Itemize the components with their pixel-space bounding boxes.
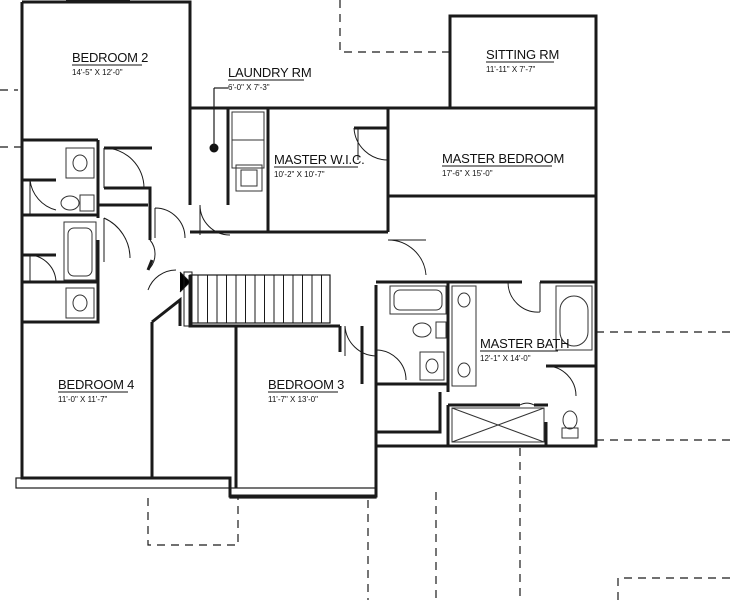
room-dimensions: 11'-0" X 11'-7" — [58, 395, 108, 404]
interior-walls — [22, 106, 596, 488]
room-bedroom2: BEDROOM 2 14'-5" X 12'-0" — [72, 50, 148, 77]
stair — [179, 271, 331, 327]
room-name: BEDROOM 3 — [268, 377, 344, 392]
fixtures — [60, 88, 593, 443]
room-masterbath: MASTER BATH 12'-1" X 14'-0" — [480, 336, 569, 363]
room-masterwic: MASTER W.I.C. 10'-2" X 10'-7" — [274, 152, 365, 179]
room-name: MASTER BATH — [480, 336, 569, 351]
room-masterbed: MASTER BEDROOM 17'-6" X 15'-0" — [442, 151, 564, 178]
room-bedroom3: BEDROOM 3 11'-7" X 13'-0" — [268, 377, 344, 404]
room-dimensions: 17'-6" X 15'-0" — [442, 169, 493, 178]
door-swings — [29, 127, 577, 406]
room-labels: BEDROOM 2 14'-5" X 12'-0" LAUNDRY RM 6'-… — [58, 47, 569, 404]
room-dimensions: 11'-7" X 13'-0" — [268, 395, 318, 404]
room-name: MASTER W.I.C. — [274, 152, 365, 167]
room-dimensions: 10'-2" X 10'-7" — [274, 170, 325, 179]
room-name: SITTING RM — [486, 47, 559, 62]
room-sitting: SITTING RM 11'-11" X 7'-7" — [486, 47, 559, 74]
room-dimensions: 14'-5" X 12'-0" — [72, 68, 123, 77]
room-name: LAUNDRY RM — [228, 65, 311, 80]
room-name: MASTER BEDROOM — [442, 151, 564, 166]
room-name: BEDROOM 4 — [58, 377, 134, 392]
room-bedroom4: BEDROOM 4 11'-0" X 11'-7" — [58, 377, 134, 404]
room-name: BEDROOM 2 — [72, 50, 148, 65]
room-dimensions: 11'-11" X 7'-7" — [486, 65, 536, 74]
room-dimensions: 6'-0" X 7'-3" — [228, 83, 270, 92]
room-laundry: LAUNDRY RM 6'-0" X 7'-3" — [214, 65, 312, 92]
room-dimensions: 12'-1" X 14'-0" — [480, 354, 531, 363]
